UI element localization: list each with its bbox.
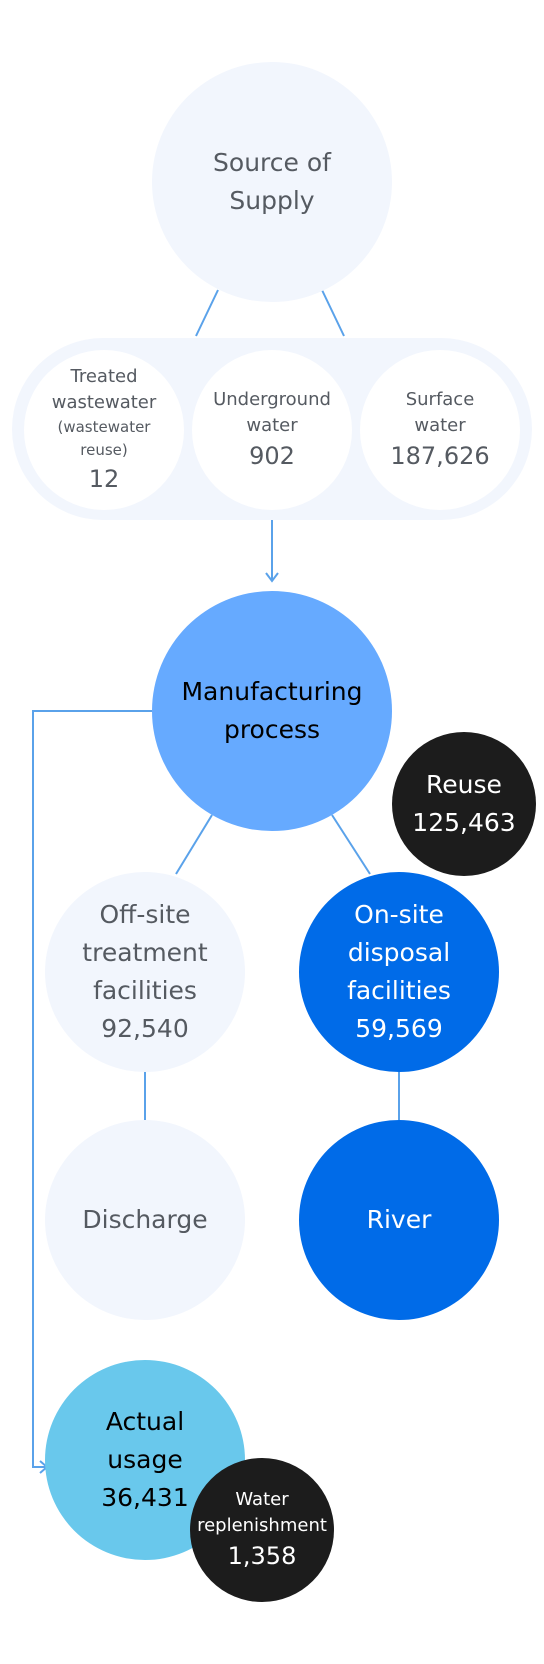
- actual-label-line2: usage: [107, 1445, 183, 1474]
- discharge-node: Discharge: [45, 1120, 245, 1320]
- source-label-line1: Source of: [213, 148, 331, 177]
- discharge-label: Discharge: [82, 1205, 208, 1234]
- onsite-disposal-node: On-site disposal facilities 59,569: [299, 872, 499, 1072]
- underground-label-line1: Underground: [213, 389, 331, 410]
- replenishment-value: 1,358: [227, 1542, 297, 1570]
- actual-usage-node: Actual usage 36,431: [45, 1360, 245, 1560]
- offsite-label-line2: treatment: [82, 938, 208, 967]
- arrowhead-supply-manufacturing: [265, 572, 279, 583]
- manufacturing-label-line2: process: [223, 715, 321, 744]
- connector-manufacturing-onsite: [331, 814, 371, 875]
- surface-water-node: Surface water 187,626: [360, 350, 520, 510]
- treated-note-line2: reuse): [80, 441, 128, 459]
- onsite-label-line1: On-site: [354, 900, 444, 929]
- reuse-node: Reuse 125,463: [392, 732, 536, 876]
- onsite-label-line3: facilities: [347, 976, 451, 1005]
- onsite-value: 59,569: [355, 1014, 443, 1043]
- surface-value: 187,626: [390, 442, 490, 470]
- treated-wastewater-node: Treated wastewater (wastewater reuse) 12: [24, 350, 184, 510]
- treated-value: 12: [88, 465, 120, 493]
- underground-water-node: Underground water 902: [192, 350, 352, 510]
- river-label: River: [366, 1205, 432, 1234]
- river-node: River: [299, 1120, 499, 1320]
- treated-note-line1: (wastewater: [57, 418, 151, 436]
- treated-label-line1: Treated: [70, 366, 138, 387]
- connector-manufacturing-actual: [32, 710, 152, 1468]
- manufacturing-label-line1: Manufacturing: [181, 677, 363, 706]
- reuse-value: 125,463: [412, 808, 516, 837]
- surface-label-line1: Surface: [405, 389, 475, 410]
- underground-label-line2: water: [246, 415, 298, 436]
- underground-value: 902: [249, 442, 295, 470]
- reuse-label: Reuse: [426, 770, 502, 799]
- actual-label-line1: Actual: [105, 1407, 185, 1436]
- manufacturing-process-node: Manufacturing process: [152, 591, 392, 831]
- source-of-supply-node: Source of Supply: [152, 62, 392, 302]
- replenishment-label-line2: replenishment: [197, 1515, 327, 1536]
- treated-label-line2: wastewater: [51, 392, 157, 413]
- offsite-value: 92,540: [101, 1014, 189, 1043]
- connector-manufacturing-offsite: [175, 814, 213, 875]
- offsite-label-line3: facilities: [93, 976, 197, 1005]
- connector-source-left: [195, 289, 219, 337]
- surface-label-line2: water: [414, 415, 466, 436]
- actual-value: 36,431: [101, 1483, 189, 1512]
- replenishment-label-line1: Water: [235, 1489, 289, 1510]
- onsite-label-line2: disposal: [347, 938, 451, 967]
- offsite-treatment-node: Off-site treatment facilities 92,540: [45, 872, 245, 1072]
- source-label-line2: Supply: [229, 186, 315, 215]
- offsite-label-line1: Off-site: [99, 900, 191, 929]
- water-replenishment-node: Water replenishment 1,358: [190, 1458, 334, 1602]
- connector-source-right: [321, 289, 345, 337]
